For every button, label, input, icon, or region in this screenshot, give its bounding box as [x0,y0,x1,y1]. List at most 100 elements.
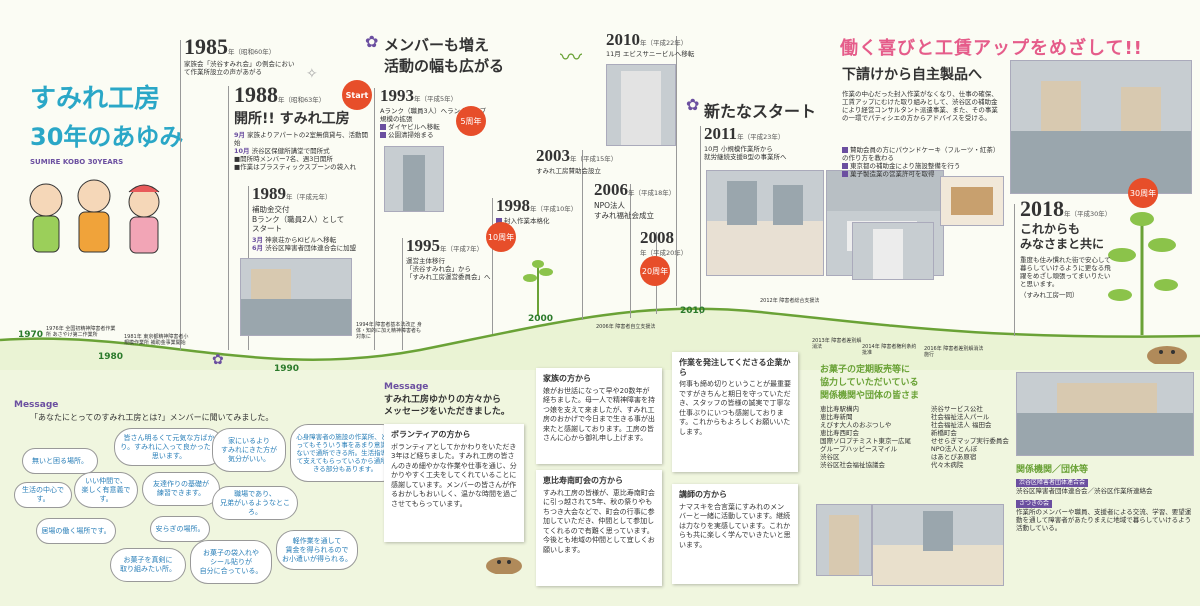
title-block: すみれ工房 30年のあゆみ SUMIRE KOBO 30YEARS [30,78,183,166]
note-text: ボランティアとしてかかわりをいただき3年ほど経ちました。すみれ工房の皆さんのきめ… [391,442,517,508]
member-bubble: 友達作りの基礎が 練習できます。 [142,472,220,506]
note-title: 恵比寿南町会の方から [543,476,623,485]
main-heading: 働く喜びと工賃アップをめざして!! [840,38,1143,59]
event-text: すみれ工房賛助会設立 [536,167,601,175]
org-label: 渋谷区障害者団体連合会 [1016,479,1089,487]
axis-note: 1981年 東京都精神障害者小規模作業所 補助金事業開始 [124,334,189,346]
item: 封入作業本格化 [496,217,586,225]
title-line1: すみれ工房 [30,84,161,114]
item: 公園清掃始まる [380,131,500,139]
line: これからも [1020,222,1081,236]
event-lines: 10月 小規模作業所から 就労継続支援B型の事業所へ [704,145,834,161]
era: 年（平成5年） [414,95,458,103]
org-text: 渋谷区障害者団体連合会／渋谷区作業所連絡会 [1016,487,1153,495]
timeline-stem [1014,204,1015,336]
seller: 社会福祉法人パール [930,413,990,421]
photo-group [1016,372,1194,456]
mole-icon [486,557,522,574]
photo-cake [940,176,1004,226]
anniversary-badge-10: 10周年 [486,222,516,252]
event-lines: これからも みなさまと共に [1020,222,1150,252]
event-1989: 1989年（平成元年） 補助金交付 Bランク（職員2人）として スタート 3月 … [252,184,382,252]
item-text: 公園清掃始まる [388,131,434,139]
event-1998: 1998年（平成10年） 封入作業本格化 [496,196,586,225]
item-text: 神泉荘からKIビルへ移転 [265,235,337,244]
month: 9月 [234,131,246,139]
anniversary-badge-20: 20周年 [640,256,670,286]
bullet-icon [842,171,848,177]
sellers-heading: お菓子の定期販売等に [820,365,911,375]
photo-workshop-1989 [240,258,352,336]
flower-icon: ✿ [365,32,379,51]
member-bubble: いい仲間で、 楽しく有意義です。 [74,472,138,508]
year-1988: 1988 [234,82,278,107]
axis-note: 2016年 障害者差別解消法施行 [924,346,984,358]
member-bubble: 皆さん明るくて元気な方ばかり。すみれに入って良かったと思います。 [114,428,224,466]
message-label: Message [384,382,429,392]
anniversary-badge-30: 30周年 [1128,178,1158,208]
sellers-heading: 協力していただいている [820,378,919,388]
item-text: 渋谷区保健所講堂で開所式 [251,147,330,155]
year-2006: 2006 [594,180,628,199]
seller: せせらぎマップ実行委員会 [930,437,1009,445]
era: 年（平成20年） [640,249,688,257]
member-bubble: 生活の中心です。 [14,482,72,508]
timeline-stem [374,88,375,350]
note-text: 娘がお世話になって早や20数年が経ちました。母一人で精神障害を持つ娘を支えて来ま… [543,386,655,443]
year-2011: 2011 [704,124,738,143]
event-lines: Aランク（職員3人）へランクアップ 規模の拡張 ダイヤビルへ移転 公園清掃始まる [380,107,500,139]
axis-year-2000: 2000 [528,314,554,324]
axis-note: 1976年 全国初精神障害者作業所 あさやけ第二作業所 [46,326,116,338]
year-1993: 1993 [380,86,414,105]
era: 年（平成22年） [640,39,688,47]
sellers-heading: 関係機関や団体の皆さま [820,391,920,401]
note-text: すみれ工房の皆様が、恵比寿南町会に引っ越されて5年、秋の祭りやもちつき大会などで… [543,488,655,554]
seller: 代々木病院 [930,461,964,469]
tree-icon [1108,212,1178,335]
axis-year-1980: 1980 [98,352,124,362]
item-text: 東京都の補助金により施設整備を行う [850,162,961,170]
note-title: 作業を発注してくださる企業から [679,358,791,377]
note-text: 何事も締め切りということが最重要ですがきちんと期日を守っていただき、スタッフの皆… [679,380,791,436]
item-text: 渋谷区障害者団体連合会に加盟 [265,243,357,252]
member-bubble: 職場であり、 兄弟がいるようなところ。 [212,486,298,520]
event-headline: 開所!! すみれ工房 [234,111,350,127]
axis-note: 2012年 障害者総合支援法 [760,298,820,304]
note-title: ボランティアの方から [391,430,471,439]
era: 年（平成18年） [628,189,676,197]
timeline-stem [180,40,181,350]
item-text: 家族よりアパートの2室無償貸与、活動開始 [234,131,368,147]
year-1989: 1989 [252,184,286,203]
photo-event-stall [872,504,1004,586]
event-text: 11月 エビスサニービルへ移転 [606,50,695,58]
seller: えびす大人のおぶつしや [820,421,892,429]
member-bubble: 安らぎの場所。 [150,516,210,542]
axis-note: 2014年 障害者権利条約批准 [862,344,917,356]
era: 年（平成23年） [737,133,785,141]
item: 賛助会員の方にパウンドケーキ（フルーツ・紅茶）の作り方を教わる [842,146,1002,162]
item: 9月 家族よりアパートの2室無償貸与、活動開始 [234,131,374,147]
event-1993: 1993年（平成5年） Aランク（職員3人）へランクアップ 規模の拡張 ダイヤビ… [380,86,500,139]
item-text: ■開所時メンバー7名、週3日開所 [234,155,333,163]
event-text: 重度も住み慣れた街で安心して暮らしていけるように更なる飛躍をめざし頑張ってまいり… [1020,256,1111,288]
line: 10月 小規模作業所から [704,145,773,153]
member-bubble: 無いと困る場所。 [22,448,98,474]
bullet-icon [380,132,386,138]
orgs-heading: 関係機関／団体等 [1016,465,1089,475]
era: 年（平成10年） [530,205,578,213]
new-start-heading: 新たなスタート [704,102,817,121]
photo-building-2010 [606,64,676,146]
seller: 恵比寿新聞 [820,413,853,421]
item-text: 菓子製造業の営業許可を取得 [850,170,935,178]
seller: 渋谷サービス公社 [930,405,983,413]
month: 10月 [234,147,250,155]
item: 10月 渋谷区保健所講堂で開所式 [234,147,374,155]
event-2011: 2011年（平成23年） 10月 小規模作業所から 就労継続支援B型の事業所へ [704,124,834,162]
timeline-stem [676,36,677,306]
item-text: ■作業はプラスティックスプーンの袋入れ [234,163,357,171]
axis-year-2010: 2010 [680,306,706,316]
org-text: 作業所のメンバーや職員、支援者による交流、学習、要望運動を通して障害者があたりま… [1016,508,1192,532]
event-1988: 1988年（昭和63年） 開所!! すみれ工房 9月 家族よりアパートの2室無償… [234,82,374,172]
bullet-icon [842,147,848,153]
